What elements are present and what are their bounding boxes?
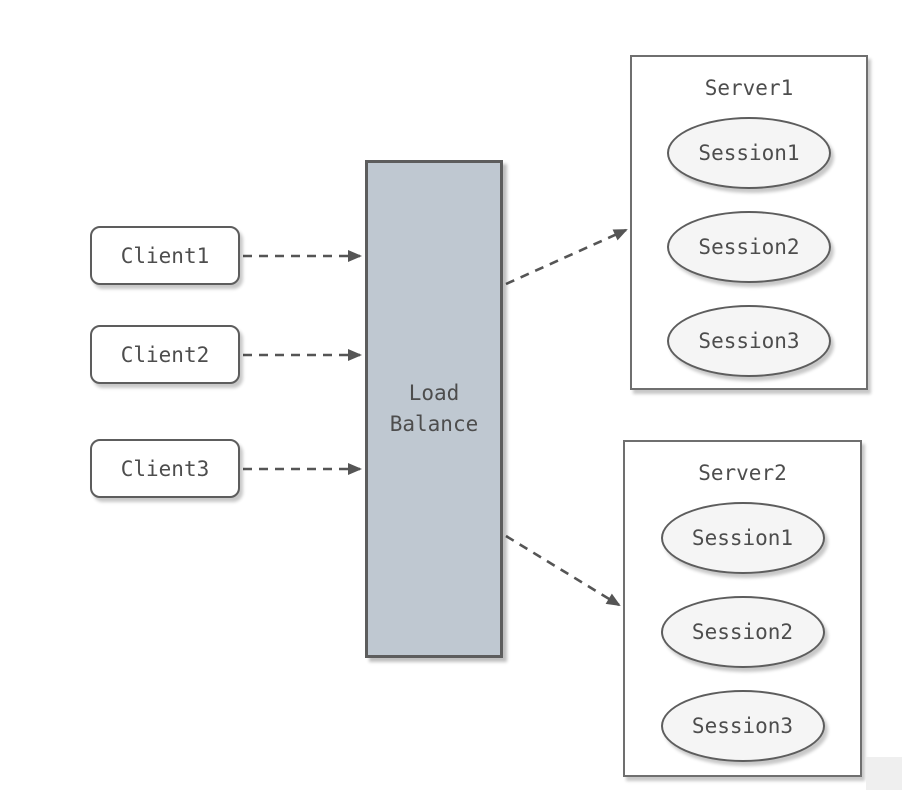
- server2-session1-node: Session1: [660, 502, 825, 574]
- server2-session3-label: Session3: [691, 714, 794, 738]
- server2-node: Server2 Session1 Session2 Session3: [623, 440, 862, 777]
- server2-session2-label: Session2: [691, 620, 794, 644]
- client1-node: Client1: [90, 226, 240, 285]
- server1-session1-label: Session1: [698, 141, 800, 165]
- corner-shade: [866, 757, 902, 790]
- server2-session3-node: Session3: [660, 690, 825, 762]
- server1-session2-node: Session2: [667, 211, 831, 283]
- client3-node: Client3: [90, 439, 240, 498]
- arrow-lb-to-server1: [505, 228, 628, 286]
- arrow-lb-to-server2: [505, 534, 621, 607]
- server1-session3-node: Session3: [667, 305, 831, 377]
- server2-session1-label: Session1: [691, 526, 794, 550]
- server1-title: Server1: [704, 76, 794, 100]
- client2-label: Client2: [120, 342, 210, 367]
- load-balancer-node: Load Balance: [365, 160, 503, 658]
- client2-node: Client2: [90, 325, 240, 384]
- server1-node: Server1 Session1 Session2 Session3: [630, 55, 868, 390]
- client1-label: Client1: [120, 243, 210, 268]
- server1-session3-label: Session3: [698, 329, 800, 353]
- load-balancer-label: Load Balance: [389, 381, 479, 436]
- server1-session1-node: Session1: [667, 117, 831, 189]
- client3-label: Client3: [120, 456, 210, 481]
- server2-title: Server2: [698, 461, 787, 485]
- server1-session2-label: Session2: [698, 235, 800, 259]
- server2-session2-node: Session2: [660, 596, 825, 668]
